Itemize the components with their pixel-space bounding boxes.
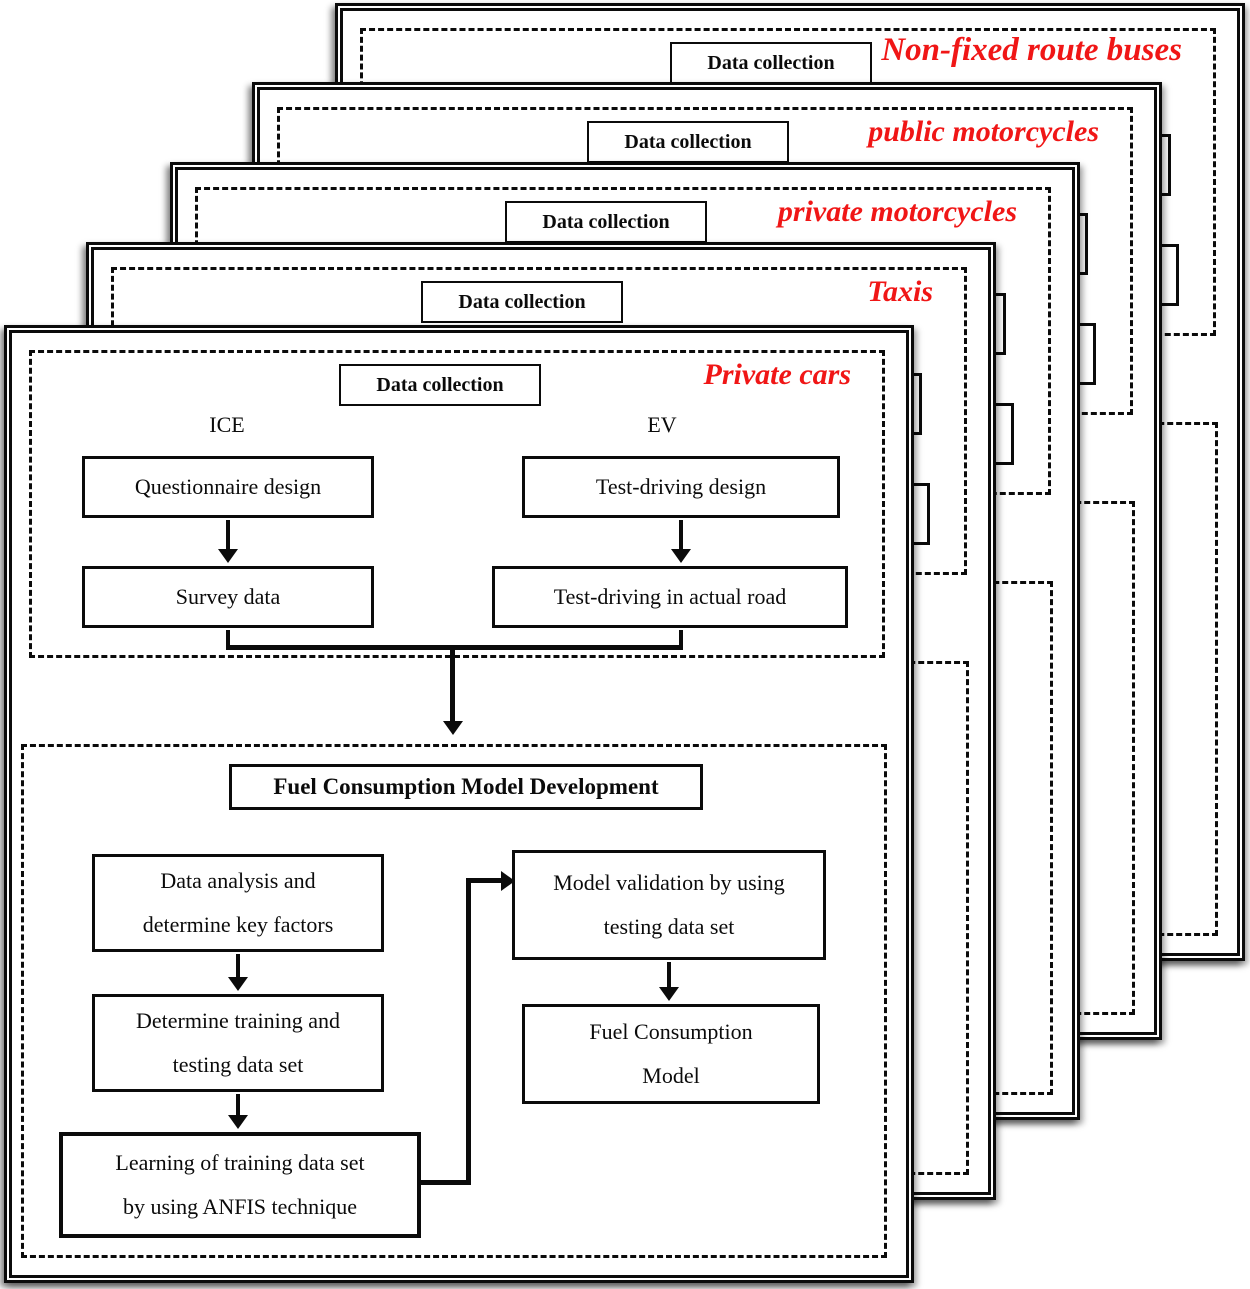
survey-data-box: Survey data (82, 566, 374, 628)
data-collection-box: Data collection (505, 201, 707, 243)
data-analysis-line1: Data analysis and (160, 868, 316, 893)
training-set-line2: testing data set (172, 1052, 304, 1077)
test-driving-road-box: Test-driving in actual road (492, 566, 848, 628)
data-analysis-line2: determine key factors (142, 912, 334, 937)
elbow-connector-bottom (419, 1180, 471, 1185)
model-development-region (21, 744, 887, 1258)
training-set-box: Determine training and testing data set (92, 994, 384, 1092)
data-collection-label: Data collection (458, 290, 586, 313)
arrow-learning-to-validation (501, 871, 515, 891)
arrow-design-to-road (679, 520, 683, 550)
test-driving-road-text: Test-driving in actual road (553, 584, 787, 609)
elbow-connector-top (466, 878, 506, 883)
vehicle-category-label: Non-fixed route buses (881, 32, 1182, 68)
data-collection-label: Data collection (376, 373, 504, 396)
model-validation-box: Model validation by using testing data s… (512, 850, 826, 960)
questionnaire-design-box: Questionnaire design (82, 456, 374, 518)
vehicle-category-label: Private cars (703, 358, 851, 391)
data-collection-box: Data collection (587, 121, 789, 163)
arrow-analysis-to-training (236, 954, 240, 978)
arrow-validation-to-model (667, 962, 671, 988)
vehicle-category-label: private motorcycles (777, 195, 1017, 228)
anfis-learning-line2: by using ANFIS technique (122, 1194, 358, 1219)
elbow-connector-vertical (466, 878, 471, 1185)
arrow-questionnaire-to-survey (226, 520, 230, 550)
anfis-learning-line1: Learning of training data set (115, 1150, 365, 1175)
merge-connector-left (226, 630, 230, 650)
training-set-line1: Determine training and (135, 1008, 341, 1033)
data-collection-label: Data collection (542, 210, 670, 233)
data-collection-box: Data collection (339, 364, 541, 406)
model-validation-line2: testing data set (603, 914, 735, 939)
test-driving-design-text: Test-driving design (595, 474, 767, 499)
ev-column-label: EV (647, 412, 677, 437)
fuel-consumption-model-line2: Model (642, 1063, 700, 1088)
merge-connector-right (679, 630, 683, 650)
model-development-title-text: Fuel Consumption Model Development (273, 774, 659, 799)
data-collection-box: Data collection (421, 281, 623, 323)
data-collection-label: Data collection (707, 51, 835, 74)
model-validation-line1: Model validation by using (553, 870, 785, 895)
data-collection-label: Data collection (624, 130, 752, 153)
data-analysis-box: Data analysis and determine key factors (92, 854, 384, 952)
ice-column-label: ICE (209, 412, 245, 437)
vehicle-category-label: Taxis (867, 275, 933, 308)
data-collection-region (29, 350, 885, 658)
panel-private-cars: Data collection Private cars ICE EV Ques… (4, 325, 914, 1283)
arrow-merge-to-model-development (450, 646, 455, 722)
arrow-training-to-learning (236, 1094, 240, 1116)
anfis-learning-box: Learning of training data set by using A… (59, 1132, 421, 1238)
survey-data-text: Survey data (175, 584, 281, 609)
fuel-consumption-model-line1: Fuel Consumption (589, 1019, 753, 1044)
fuel-consumption-model-box: Fuel Consumption Model (522, 1004, 820, 1104)
questionnaire-design-text: Questionnaire design (134, 474, 322, 499)
model-development-title-box: Fuel Consumption Model Development (229, 764, 703, 810)
vehicle-category-label: public motorcycles (868, 115, 1099, 148)
test-driving-design-box: Test-driving design (522, 456, 840, 518)
